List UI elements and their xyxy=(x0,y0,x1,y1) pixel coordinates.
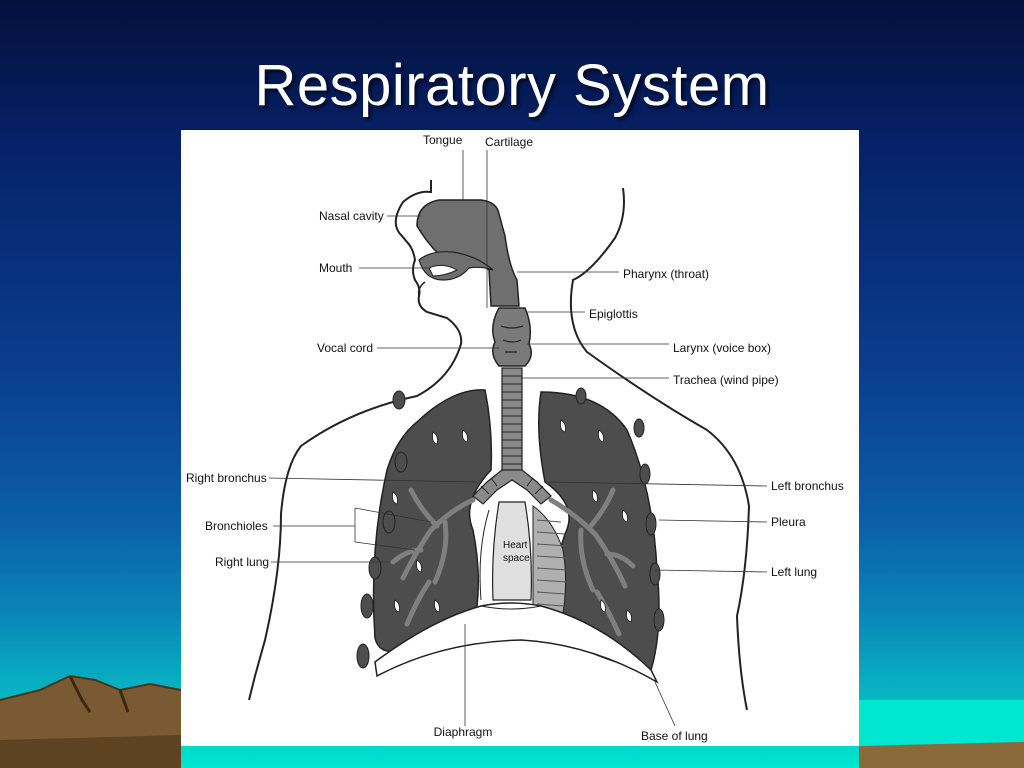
label-nasal-cavity: Nasal cavity xyxy=(319,209,384,223)
label-trachea: Trachea (wind pipe) xyxy=(673,373,779,387)
label-heart-space-line2: space xyxy=(503,553,530,564)
bronchioles-right xyxy=(390,487,476,627)
label-cartilage: Cartilage xyxy=(485,135,533,149)
diagram-panel: Tongue Cartilage Nasal cavity Mouth Phar… xyxy=(181,130,859,746)
heart-space xyxy=(492,501,532,601)
respiratory-diagram: Tongue Cartilage Nasal cavity Mouth Phar… xyxy=(186,133,844,743)
larynx-shape xyxy=(492,307,532,367)
label-left-lung: Left lung xyxy=(771,565,817,579)
label-pleura: Pleura xyxy=(771,515,806,529)
slide-title: Respiratory System xyxy=(254,53,770,118)
label-vocal-cord: Vocal cord xyxy=(317,341,373,355)
label-heart-space-line1: Heart xyxy=(503,540,528,551)
bronchioles-left xyxy=(548,487,636,637)
label-right-lung: Right lung xyxy=(215,555,269,569)
label-diaphragm: Diaphragm xyxy=(434,725,493,739)
diaphragm-shape xyxy=(374,602,659,684)
bronchi xyxy=(472,469,552,505)
label-left-bronchus: Left bronchus xyxy=(771,479,844,493)
label-base-of-lung: Base of lung xyxy=(641,729,708,743)
label-mouth: Mouth xyxy=(319,261,352,275)
label-bronchioles: Bronchioles xyxy=(205,519,268,533)
label-right-bronchus: Right bronchus xyxy=(186,471,267,485)
trachea-rings xyxy=(501,367,523,473)
label-tongue: Tongue xyxy=(423,133,463,147)
leader-lines xyxy=(268,150,768,727)
body-outline-right xyxy=(569,187,751,711)
label-epiglottis: Epiglottis xyxy=(589,307,638,321)
label-pharynx: Pharynx (throat) xyxy=(623,267,709,281)
rib-cross-sections xyxy=(356,387,665,669)
label-larynx: Larynx (voice box) xyxy=(673,341,771,355)
